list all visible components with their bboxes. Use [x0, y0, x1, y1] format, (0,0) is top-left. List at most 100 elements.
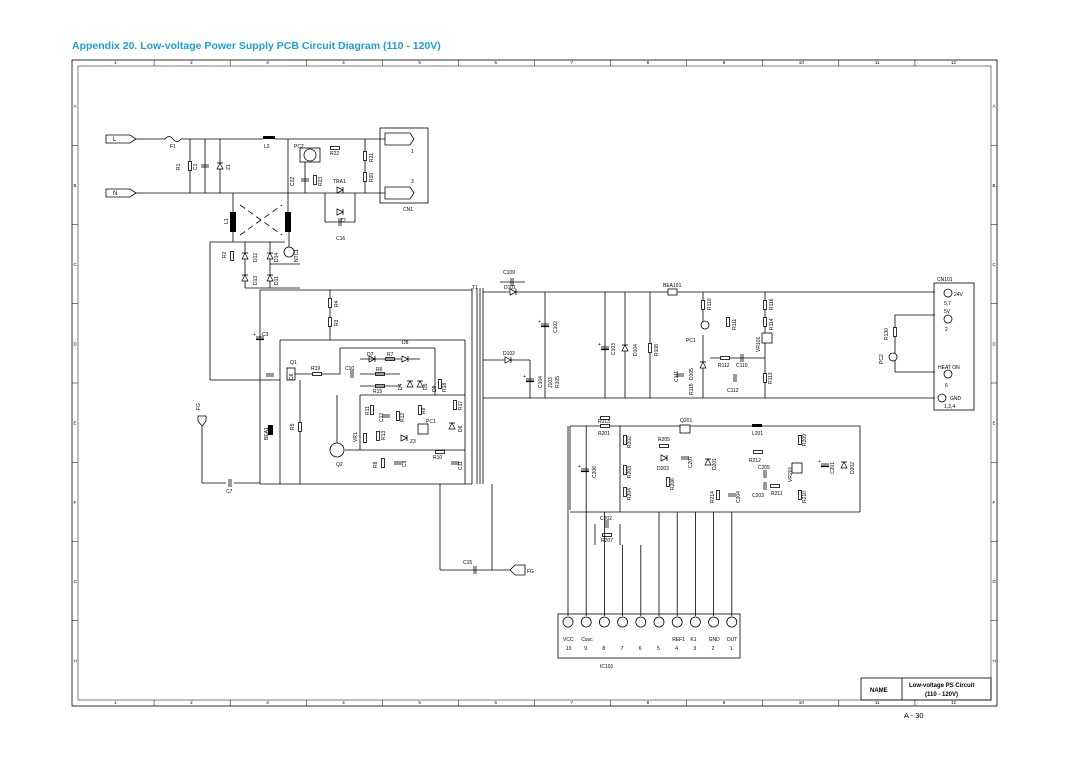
- label-TRA1: TRA1: [333, 179, 346, 185]
- label-R116: R116: [769, 298, 775, 310]
- row-marker: G: [74, 579, 78, 584]
- label-L: L: [113, 137, 117, 143]
- ic-pin-name: OUT: [727, 637, 738, 643]
- label-D8: D8: [402, 340, 409, 346]
- row-marker: F: [74, 500, 77, 505]
- label-R21: R21: [369, 153, 375, 162]
- out-5v: 5V: [944, 309, 951, 315]
- row-marker: E: [74, 421, 77, 426]
- row-marker: A: [74, 104, 77, 109]
- label-R23: R23: [318, 177, 324, 186]
- label-R112: R112: [718, 363, 730, 369]
- cn1-pin-3: 3: [411, 179, 414, 185]
- label-C16: C16: [336, 236, 345, 242]
- label-Q201: Q201: [680, 418, 692, 424]
- label-R19: R19: [311, 366, 320, 372]
- label-R1: R1: [176, 163, 182, 170]
- row-marker: D: [993, 341, 997, 346]
- column-marker: 4: [342, 700, 345, 705]
- primary-section: C3 R4 R3 Q1 C6 R19 C10 D8 D7 R7 R6 R15: [196, 285, 534, 576]
- label-D14: D14: [274, 253, 280, 262]
- label-J103: J103: [548, 377, 554, 388]
- label-CN1: CN1: [403, 207, 413, 213]
- column-marker: 9: [723, 700, 726, 705]
- label-R111: R111: [732, 319, 738, 330]
- label-VR1: VR1: [353, 432, 359, 442]
- title-line-2: (110 - 120V): [925, 692, 958, 698]
- column-marker: 4: [342, 60, 345, 65]
- label-Q2: Q2: [336, 462, 343, 468]
- label-R213: R213: [598, 419, 610, 425]
- label-NTC1: NTC1: [294, 249, 300, 262]
- ic-pin: [599, 616, 610, 628]
- label-L1: L1: [224, 218, 230, 224]
- column-marker: 1: [114, 60, 117, 65]
- label-R20: R20: [369, 173, 375, 182]
- ic-pin: [562, 616, 574, 628]
- row-marker: B: [993, 183, 996, 188]
- label-C1: C1: [193, 163, 199, 170]
- ic-pin-number: 8: [602, 646, 605, 652]
- column-marker: 7: [571, 60, 574, 65]
- label-C6: C6: [289, 373, 295, 380]
- row-marker: B: [74, 183, 77, 188]
- label-R6: R6: [376, 367, 383, 373]
- ic-pin-number: 4: [675, 646, 678, 652]
- label-C9: C9: [402, 460, 408, 467]
- label-R108: R108: [654, 344, 660, 356]
- ic-pin: [580, 616, 592, 628]
- label-D9: D9: [432, 385, 438, 392]
- label-R7: R7: [387, 352, 394, 358]
- input-section: L F1 N R1 C1 Z1 L2 PC2 R22 R21 R20: [105, 127, 429, 381]
- label-VR201: VR201: [788, 466, 794, 482]
- label-PC2: PC2: [294, 144, 304, 150]
- page-number: A - 30: [904, 711, 924, 720]
- name-label: NAME: [870, 688, 888, 694]
- title-block: NAME Low-voltage PS Circuit (110 - 120V): [860, 677, 992, 701]
- label-R212: R212: [749, 458, 761, 464]
- label-C22: C22: [290, 177, 296, 186]
- label-D5: D5: [423, 383, 429, 390]
- label-C112: C112: [727, 388, 739, 394]
- label-R206: R206: [670, 478, 676, 490]
- label-C204: C204: [736, 491, 742, 503]
- label-D102: D102: [503, 351, 515, 357]
- label-C203: C203: [752, 493, 764, 499]
- label-R114: R114: [769, 318, 775, 330]
- label-Z1: Z1: [226, 164, 232, 170]
- label-D201: D201: [712, 458, 718, 470]
- label-FG-right: FG: [527, 569, 534, 575]
- label-C10: C10: [345, 366, 354, 372]
- label-D4: D4: [398, 383, 404, 390]
- row-marker: A: [993, 104, 996, 109]
- label-C102: C102: [553, 321, 559, 333]
- ic-pin: [617, 616, 628, 628]
- column-marker: 12: [951, 60, 957, 65]
- row-marker: C: [74, 262, 78, 267]
- label-R3: R3: [334, 319, 340, 326]
- label-C111: C111: [674, 371, 680, 382]
- label-D202: D202: [850, 462, 856, 474]
- label-D11: D11: [274, 276, 280, 285]
- column-marker: 9: [723, 60, 726, 65]
- label-D104: D104: [633, 344, 639, 356]
- label-Q1: Q1: [290, 360, 297, 366]
- label-R9: R9: [421, 407, 427, 414]
- ic-pin-number: 5: [657, 646, 660, 652]
- column-marker: 3: [266, 700, 269, 705]
- label-L2: L2: [264, 144, 270, 150]
- label-BEA1: BEA1: [264, 427, 270, 440]
- label-R210: R210: [802, 491, 808, 503]
- pin-2: 2: [945, 327, 948, 333]
- label-C15: C15: [463, 560, 472, 566]
- column-marker: 12: [951, 700, 957, 705]
- label-R113: R113: [768, 372, 774, 384]
- pin-1-3-4: 1,3,4: [944, 404, 955, 410]
- ic-pin-number: 1: [730, 646, 733, 652]
- ic-pin-name: REF1: [672, 637, 685, 643]
- out-heat-on: HEAT ON: [938, 365, 960, 371]
- label-R15: R15: [373, 389, 382, 395]
- label-C7: C7: [226, 489, 233, 495]
